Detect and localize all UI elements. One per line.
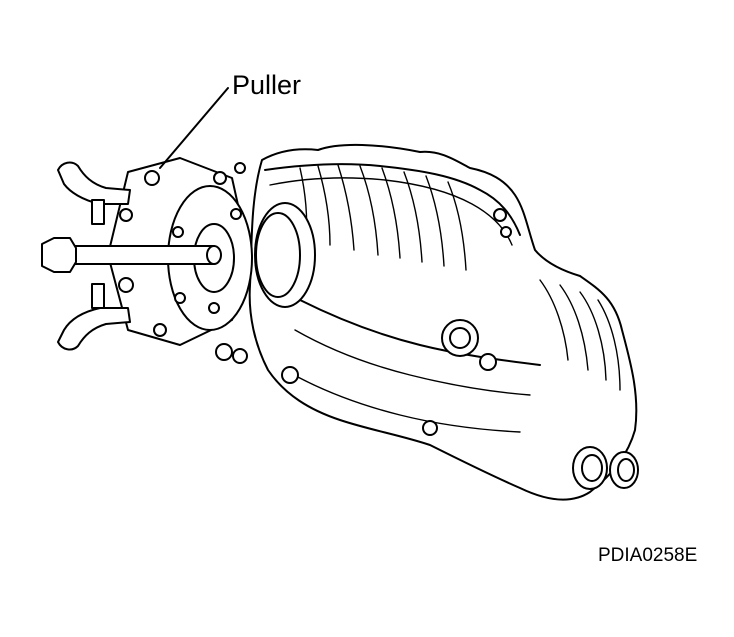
jaw-bolt	[91, 199, 105, 225]
plate-pin	[215, 343, 233, 361]
puller-jaw-lower	[57, 307, 131, 351]
yoke-hole	[153, 323, 167, 337]
bolt-boss	[493, 208, 507, 222]
side-port-inner	[449, 327, 471, 349]
puller-tool	[41, 157, 253, 364]
yoke-hole	[118, 277, 134, 293]
rear-ribs	[539, 279, 621, 391]
forcing-screw	[63, 245, 215, 265]
bolt-boss	[500, 226, 512, 238]
yoke-hole	[144, 170, 160, 186]
top-ridge	[264, 163, 521, 236]
callout-leader-line	[159, 87, 229, 169]
plate-pin	[234, 162, 246, 174]
bolt-boss	[281, 366, 299, 384]
yoke-hole	[119, 208, 133, 222]
top-ridge-inner	[269, 177, 513, 246]
output-hub-inner	[255, 212, 301, 298]
figure-id-label: PDIA0258E	[598, 545, 698, 566]
rear-outlets	[572, 446, 639, 490]
transfer-case-housing	[248, 143, 639, 501]
bolt-boss	[422, 420, 438, 436]
puller-callout-label: Puller	[232, 70, 302, 100]
housing-lower-line	[294, 329, 531, 396]
flange-bolt-hole	[174, 292, 186, 304]
bolt-boss	[479, 353, 497, 371]
puller-jaw-upper	[57, 161, 131, 205]
jaw-bolt	[91, 283, 105, 309]
yoke-hole	[213, 171, 227, 185]
housing-outline	[248, 143, 638, 501]
housing-bottom-line	[284, 369, 521, 433]
screw-hex-head	[41, 237, 77, 273]
flange-bolt-hole	[172, 226, 184, 238]
screw-tip	[206, 245, 222, 265]
flange-bolt-hole	[208, 302, 220, 314]
flange-bolt-hole	[230, 208, 242, 220]
housing-mid-seam	[299, 299, 541, 366]
plate-pin	[232, 348, 248, 364]
